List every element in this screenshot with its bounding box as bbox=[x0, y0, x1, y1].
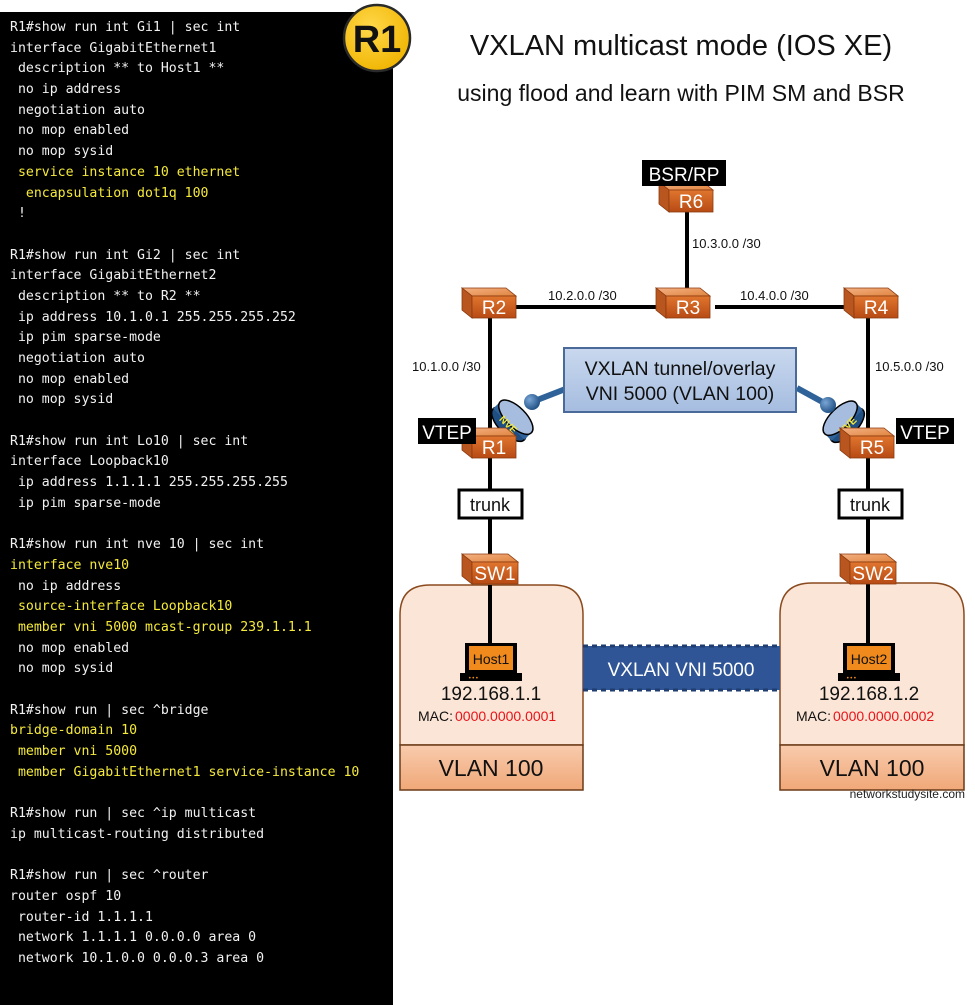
device-label: R1 bbox=[482, 438, 506, 459]
svg-text:VTEP: VTEP bbox=[900, 423, 950, 444]
cli-line: bridge-domain 10 bbox=[10, 723, 138, 739]
host-mac-label-left: MAC: bbox=[418, 708, 453, 724]
router-r3: R3 bbox=[654, 287, 712, 319]
cli-line: ip multicast-routing distributed bbox=[10, 826, 265, 842]
cli-line: R1#show run | sec ^router bbox=[10, 868, 209, 884]
cli-line: R1#show run | sec ^ip multicast bbox=[10, 806, 257, 822]
link-label-r2-r1: 10.1.0.0 /30 bbox=[412, 359, 481, 374]
overlay-line1: VXLAN tunnel/overlay bbox=[585, 358, 776, 380]
host-name-left: Host1 bbox=[473, 651, 510, 667]
cli-line: no mop sysid bbox=[10, 392, 114, 408]
cli-line: ip pim sparse-mode bbox=[10, 495, 161, 511]
trunk-label-right: trunk bbox=[837, 488, 904, 520]
cli-line: no mop sysid bbox=[10, 144, 114, 160]
cli-line: description ** to R2 ** bbox=[10, 288, 201, 304]
vni-banner-label: VXLAN VNI 5000 bbox=[608, 660, 755, 681]
host-ip-right: 192.168.1.2 bbox=[819, 684, 919, 705]
cli-terminal-panel: R1#show run int Gi1 | sec int interface G… bbox=[0, 12, 393, 1005]
svg-text:•••: ••• bbox=[468, 675, 479, 682]
svg-text:VTEP: VTEP bbox=[422, 423, 472, 444]
router-r2: R2 bbox=[460, 287, 518, 319]
cli-line: ip pim sparse-mode bbox=[10, 330, 161, 346]
overlay-box: VXLAN tunnel/overlay VNI 5000 (VLAN 100) bbox=[563, 347, 797, 413]
trunk-label-left: trunk bbox=[457, 488, 524, 520]
device-label: SW1 bbox=[474, 564, 515, 585]
device-label: R2 bbox=[482, 298, 506, 319]
r1-badge: R1 bbox=[342, 3, 412, 73]
cli-line: ip address 10.1.0.1 255.255.255.252 bbox=[10, 309, 296, 325]
svg-text:trunk: trunk bbox=[850, 495, 891, 515]
router-r4: R4 bbox=[842, 287, 900, 319]
cli-line: no mop sysid bbox=[10, 661, 114, 677]
cli-line: ip address 1.1.1.1 255.255.255.255 bbox=[10, 475, 288, 491]
tag-bsr-rp: BSR/RP bbox=[642, 160, 726, 186]
vlan-label-left: VLAN 100 bbox=[439, 755, 544, 781]
overlay-line2: VNI 5000 (VLAN 100) bbox=[586, 383, 775, 405]
cli-line: member vni 5000 mcast-group 239.1.1.1 bbox=[10, 619, 312, 635]
svg-text:BSR/RP: BSR/RP bbox=[649, 165, 720, 186]
link-label-r6-r3: 10.3.0.0 /30 bbox=[692, 236, 761, 251]
cli-line: R1#show run | sec ^bridge bbox=[10, 702, 209, 718]
cli-line: description ** to Host1 ** bbox=[10, 61, 225, 77]
cli-line: no mop enabled bbox=[10, 123, 130, 139]
cli-line: router ospf 10 bbox=[10, 888, 122, 904]
device-label: SW2 bbox=[852, 564, 893, 585]
device-label: R5 bbox=[860, 438, 884, 459]
cli-line: ! bbox=[10, 206, 26, 222]
cli-line: interface GigabitEthernet1 bbox=[10, 40, 217, 56]
cli-line: no mop enabled bbox=[10, 371, 130, 387]
cli-line: member GigabitEthernet1 service-instance… bbox=[10, 764, 360, 780]
host-left: Host1 ••• 192.168.1.1 MAC: 0000.0000.000… bbox=[418, 643, 556, 724]
cli-line: network 10.1.0.0 0.0.0.3 area 0 bbox=[10, 950, 265, 966]
cli-line: no ip address bbox=[10, 578, 122, 594]
cli-line: router-id 1.1.1.1 bbox=[10, 909, 153, 925]
cli-line: source-interface Loopback10 bbox=[10, 599, 233, 615]
link-label-r3-r4: 10.4.0.0 /30 bbox=[740, 288, 809, 303]
device-label: R3 bbox=[676, 298, 700, 319]
tag-vtep-left: VTEP bbox=[418, 418, 476, 444]
cli-line: R1#show run int Lo10 | sec int bbox=[10, 433, 249, 449]
cli-line: R1#show run int Gi2 | sec int bbox=[10, 247, 241, 263]
cli-line: no ip address bbox=[10, 82, 122, 98]
cli-line: R1#show run int Gi1 | sec int bbox=[10, 20, 241, 35]
svg-text:•••: ••• bbox=[846, 675, 857, 682]
cli-output: R1#show run int Gi1 | sec int interface G… bbox=[0, 12, 393, 970]
host-ip-left: 192.168.1.1 bbox=[441, 684, 541, 705]
cli-line: interface Loopback10 bbox=[10, 454, 169, 470]
cli-line: network 1.1.1.1 0.0.0.0 area 0 bbox=[10, 930, 257, 946]
nve-icon-left: NVE bbox=[490, 399, 534, 443]
vni-banner: VXLAN VNI 5000 bbox=[583, 644, 780, 692]
vlan-label-right: VLAN 100 bbox=[820, 755, 925, 781]
tunnel-endpoint-right bbox=[820, 397, 836, 413]
cli-line: service instance 10 ethernet bbox=[10, 164, 241, 180]
link-label-r4-r5: 10.5.0.0 /30 bbox=[875, 359, 944, 374]
host-mac-right: 0000.0000.0002 bbox=[833, 708, 934, 724]
tag-vtep-right: VTEP bbox=[896, 418, 954, 444]
tunnel-endpoint-left bbox=[524, 394, 540, 410]
host-right: Host2 ••• 192.168.1.2 MAC: 0000.0000.000… bbox=[796, 643, 934, 724]
switch-sw1: SW1 bbox=[460, 553, 520, 585]
cli-line: negotiation auto bbox=[10, 102, 145, 118]
cli-line: interface nve10 bbox=[10, 557, 130, 573]
cli-line: R1#show run int nve 10 | sec int bbox=[10, 537, 265, 553]
router-r5: R5 bbox=[838, 427, 896, 459]
cli-line: negotiation auto bbox=[10, 351, 145, 366]
badge-label: R1 bbox=[353, 19, 402, 61]
host-mac-left: 0000.0000.0001 bbox=[455, 708, 556, 724]
device-label: R6 bbox=[679, 192, 703, 213]
page-subtitle: using flood and learn with PIM SM and BS… bbox=[457, 80, 904, 106]
link-label-r2-r3: 10.2.0.0 /30 bbox=[548, 288, 617, 303]
cli-line: no mop enabled bbox=[10, 640, 130, 656]
cli-line: encapsulation dot1q 100 bbox=[10, 185, 209, 201]
cli-line: interface GigabitEthernet2 bbox=[10, 268, 217, 284]
page-title: VXLAN multicast mode (IOS XE) bbox=[470, 30, 892, 62]
host-mac-label-right: MAC: bbox=[796, 708, 831, 724]
router-r6: R6 bbox=[657, 181, 715, 213]
watermark: networkstudysite.com bbox=[850, 787, 965, 801]
cli-line: member vni 5000 bbox=[10, 744, 138, 760]
device-label: R4 bbox=[864, 298, 889, 319]
svg-text:trunk: trunk bbox=[470, 495, 511, 515]
switch-sw2: SW2 bbox=[838, 553, 898, 585]
host-name-right: Host2 bbox=[851, 651, 888, 667]
